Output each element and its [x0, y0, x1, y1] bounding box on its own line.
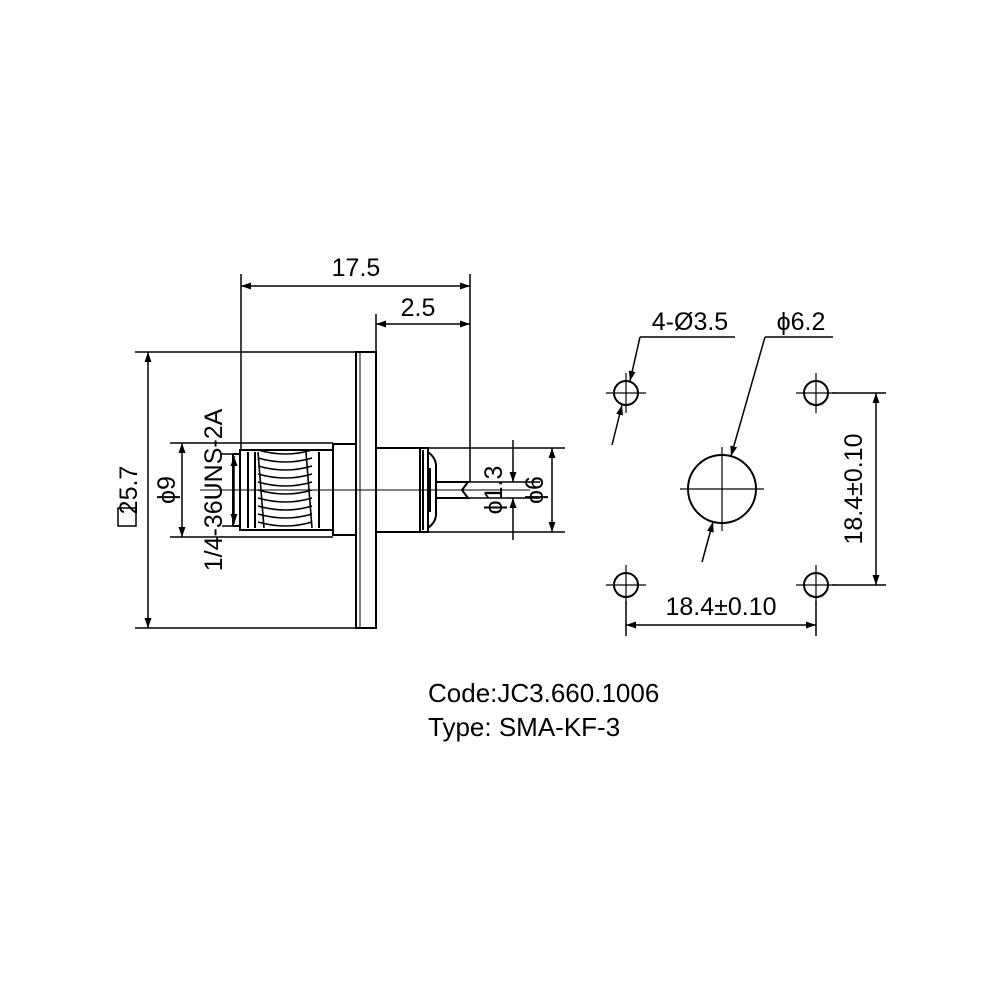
part-code: Code:JC3.660.1006 — [428, 678, 660, 708]
dim-overall-length: 17.5 — [332, 254, 381, 282]
dim-pin-diameter: ϕ1.3 — [480, 466, 508, 515]
dim-hole-spacing-vertical: 18.4±0.10 — [840, 433, 868, 544]
dim-pin-length: 2.5 — [401, 294, 436, 322]
front-view-dimensions — [611, 336, 886, 636]
side-view-labels: 17.5 2.5 25.7 ϕ9 1/4-36UNS-2A ϕ1.3 ϕ6 — [115, 254, 549, 571]
part-caption: Code:JC3.660.1006 Type: SMA-KF-3 — [428, 676, 659, 744]
front-view — [606, 373, 836, 605]
dim-body-diameter: ϕ6 — [521, 476, 549, 504]
dim-mount-holes: 4-Ø3.5 — [652, 308, 728, 336]
square-symbol-icon — [117, 507, 137, 527]
thread-ridges — [257, 449, 313, 529]
side-view-dimensions — [135, 274, 565, 629]
dim-hole-spacing-horizontal: 18.4±0.10 — [665, 593, 776, 621]
part-type: Type: SMA-KF-3 — [428, 712, 621, 742]
dim-center-hole: ϕ6.2 — [777, 308, 826, 336]
dim-thread-diameter: ϕ9 — [153, 476, 181, 504]
dim-flange-square: 25.7 — [115, 466, 143, 515]
front-view-labels: 4-Ø3.5 ϕ6.2 18.4±0.10 18.4±0.10 — [652, 308, 868, 621]
dim-thread-spec: 1/4-36UNS-2A — [200, 408, 228, 571]
